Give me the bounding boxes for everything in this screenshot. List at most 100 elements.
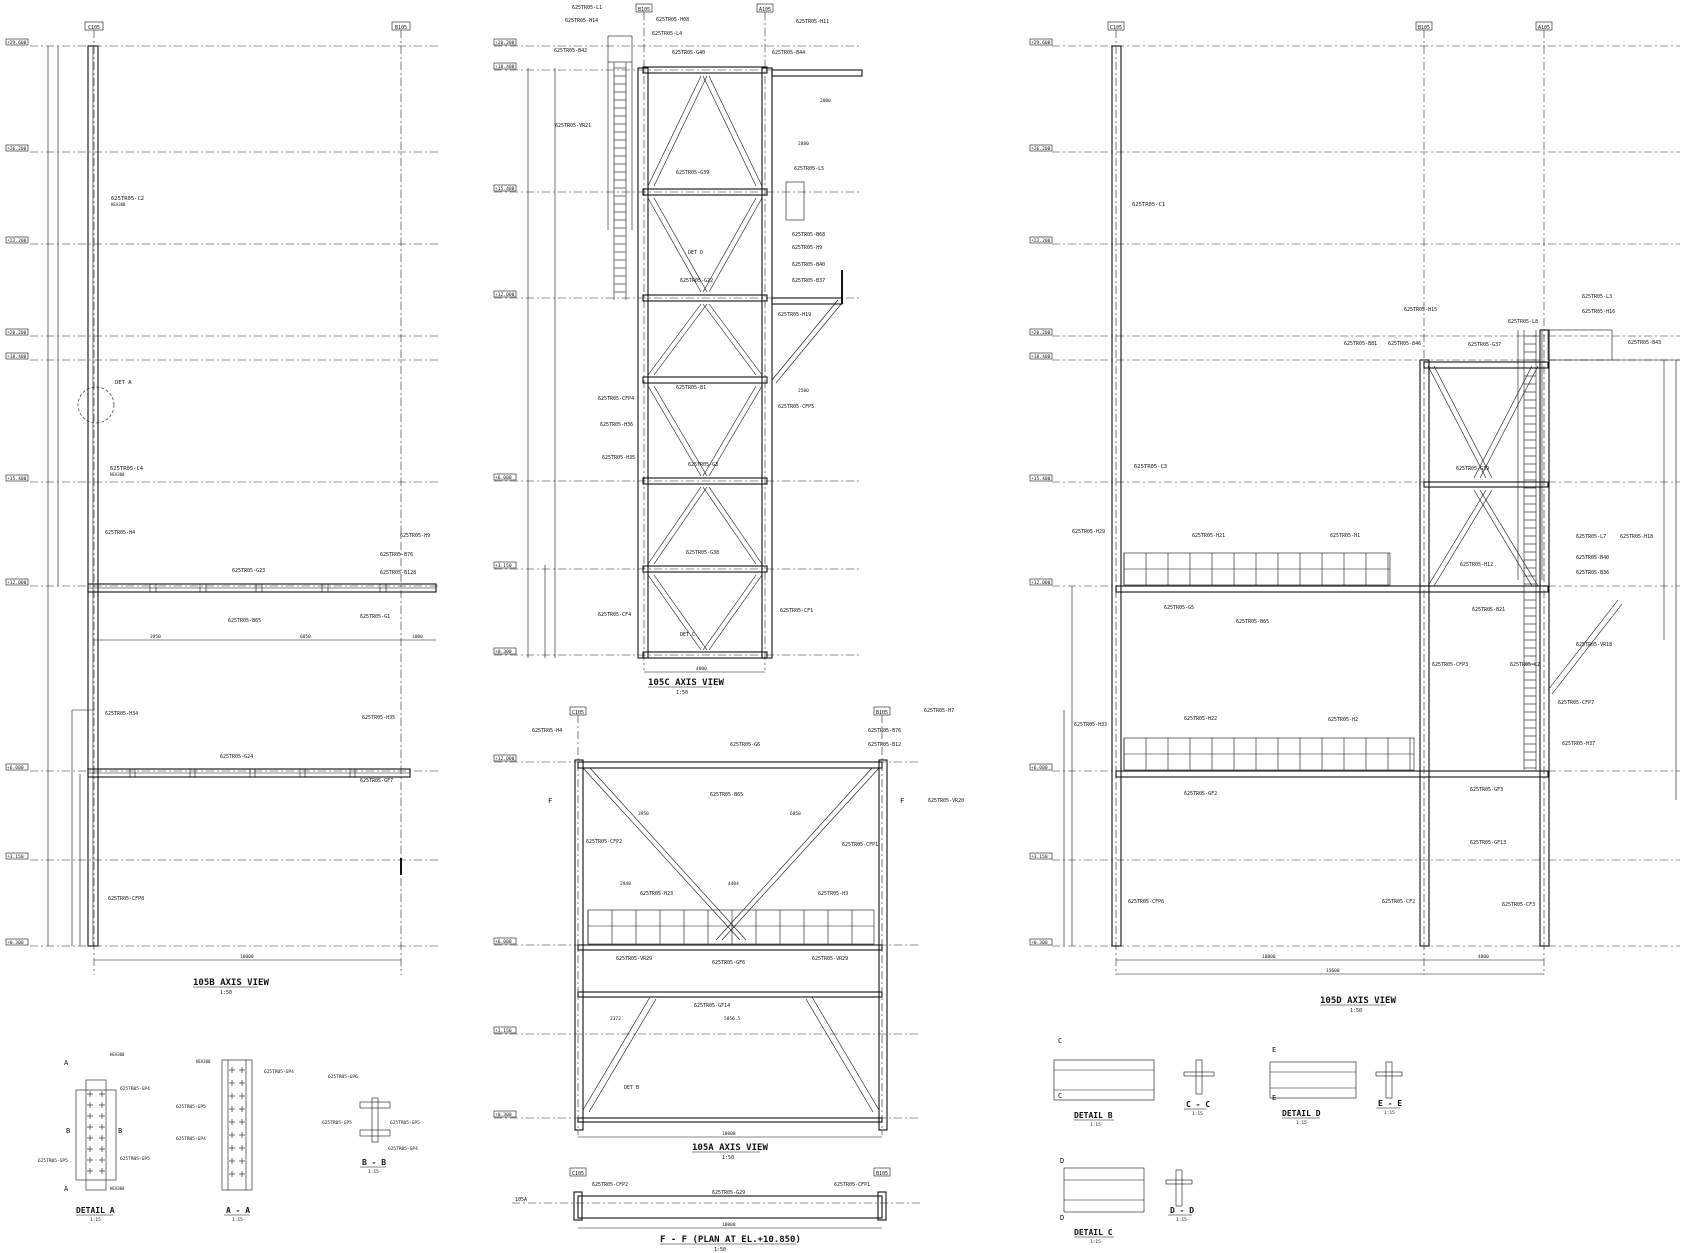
brace	[647, 574, 702, 651]
elevation-marker	[5, 763, 29, 771]
elevation-label: +3.150	[495, 1028, 512, 1034]
elevation-marker	[493, 184, 517, 192]
svg-text:625TR05-CFP1: 625TR05-CFP1	[834, 1182, 870, 1188]
elevation-grid-105b: +29.600+26.200+23.200+20.200+18.400+15.4…	[5, 38, 440, 947]
svg-text:1:15: 1:15	[1296, 1120, 1307, 1126]
frame-105c-beams	[642, 66, 768, 659]
elevation-marker	[5, 352, 29, 360]
elevation-marker	[5, 328, 29, 336]
svg-text:625TR05-H16: 625TR05-H16	[1582, 309, 1615, 315]
elevation-label: +20.200	[7, 330, 27, 336]
svg-text:625TR05-H3: 625TR05-H3	[818, 891, 848, 897]
svg-text:625TR05-B37: 625TR05-B37	[792, 278, 825, 284]
svg-text:625TR05-B42: 625TR05-B42	[554, 48, 587, 54]
svg-text:625TR05-GP5: 625TR05-GP5	[38, 1158, 68, 1164]
svg-text:2580: 2580	[798, 388, 809, 394]
elevation-label: +26.200	[7, 146, 27, 152]
svg-text:625TR05-CF2: 625TR05-CF2	[1382, 899, 1415, 905]
frame-beam	[642, 477, 768, 485]
svg-text:625TR05-CFP2: 625TR05-CFP2	[592, 1182, 628, 1188]
svg-text:625TR05-GP5: 625TR05-GP5	[176, 1104, 206, 1110]
brace	[653, 574, 708, 651]
svg-text:625TR05-H11: 625TR05-H11	[796, 19, 829, 25]
handrail-platform	[587, 909, 875, 945]
svg-text:625TR05-H18: 625TR05-H18	[1620, 534, 1653, 540]
svg-text:625TR05-G3: 625TR05-G3	[688, 462, 718, 468]
brace	[708, 574, 763, 651]
svg-text:B105: B105	[876, 1171, 888, 1177]
svg-text:625TR05-H2: 625TR05-H2	[1328, 717, 1358, 723]
svg-text:HEA300: HEA300	[196, 1059, 211, 1064]
beam-105a-el12	[577, 761, 883, 769]
svg-text:2948: 2948	[620, 881, 631, 887]
svg-text:1:15: 1:15	[1384, 1110, 1395, 1116]
svg-text:1:50: 1:50	[676, 690, 688, 696]
svg-text:625TR05-GF3: 625TR05-GF3	[1470, 787, 1503, 793]
svg-text:625TR05-GF7: 625TR05-GF7	[360, 778, 393, 784]
elevation-marker	[493, 754, 517, 762]
view-105b: +29.600+26.200+23.200+20.200+18.400+15.4…	[5, 21, 440, 996]
svg-text:625TR05-CFP3: 625TR05-CFP3	[1432, 662, 1468, 668]
svg-text:D: D	[1060, 1157, 1064, 1165]
svg-text:625TR05-CF4: 625TR05-CF4	[598, 612, 631, 618]
svg-text:625TR05-B76: 625TR05-B76	[868, 728, 901, 734]
brace	[647, 75, 702, 187]
label-c2: 625TR05-C2	[111, 196, 144, 202]
elevation-label: +12.000	[495, 756, 515, 762]
brace	[702, 486, 757, 565]
svg-text:1:15: 1:15	[90, 1217, 101, 1223]
detail-a-plate	[85, 1079, 107, 1191]
svg-text:C105: C105	[1110, 25, 1122, 31]
svg-text:625TR05-G5: 625TR05-G5	[1164, 605, 1194, 611]
svg-text:625TR05-B46: 625TR05-B46	[1388, 341, 1421, 347]
svg-text:625TR05-H4: 625TR05-H4	[105, 530, 135, 536]
svg-text:10800: 10800	[240, 954, 254, 960]
svg-text:1:50: 1:50	[1350, 1008, 1362, 1014]
elevation-label: +29.600	[7, 40, 27, 46]
title-105b: 105B AXIS VIEW	[193, 978, 269, 988]
svg-text:6850: 6850	[790, 811, 801, 817]
svg-text:625TR05-GP5: 625TR05-GP5	[322, 1120, 352, 1126]
ladder-cage-top	[607, 35, 633, 63]
svg-text:10800: 10800	[722, 1131, 736, 1137]
brace	[653, 303, 708, 376]
svg-text:A105: A105	[1538, 25, 1550, 31]
svg-text:625TR05-GF6: 625TR05-GF6	[712, 960, 745, 966]
svg-text:2372: 2372	[610, 1016, 621, 1022]
elevation-label: +3.150	[495, 563, 512, 569]
svg-text:625TR05-B21: 625TR05-B21	[1472, 607, 1505, 613]
brace	[702, 197, 757, 293]
ladder-105d	[1517, 330, 1543, 770]
elevation-label: +0.300	[1031, 940, 1048, 946]
elevation-marker	[1029, 236, 1053, 244]
title-section-ee: E - E	[1378, 1099, 1402, 1108]
svg-text:625TR05-B12: 625TR05-B12	[868, 742, 901, 748]
svg-text:625TR05-GF13: 625TR05-GF13	[1470, 840, 1506, 846]
svg-text:HEA300: HEA300	[110, 1186, 125, 1191]
elevation-grid-105d: +29.600+26.200+23.200+20.200+18.400+15.4…	[1029, 38, 1680, 947]
elevation-marker	[1029, 474, 1053, 482]
elevation-marker	[5, 236, 29, 244]
stiffener	[349, 768, 356, 778]
svg-text:5856.5: 5856.5	[724, 1016, 741, 1022]
svg-text:625TR05-CFP5: 625TR05-CFP5	[778, 404, 814, 410]
svg-text:A: A	[64, 1059, 69, 1067]
svg-text:625TR05-G24: 625TR05-G24	[220, 754, 253, 760]
svg-text:F: F	[548, 797, 552, 805]
view-105a: +12.000+6.000+3.150+0.300 C105 B105 625T…	[493, 706, 964, 1161]
svg-text:625TR05-GF14: 625TR05-GF14	[694, 1003, 730, 1009]
elevation-label: +3.150	[1031, 854, 1048, 860]
svg-text:625TR05-G22: 625TR05-G22	[680, 278, 713, 284]
brace	[708, 303, 763, 376]
elevation-grid-105a: +12.000+6.000+3.150+0.300	[493, 754, 920, 1119]
elevation-marker	[493, 290, 517, 298]
svg-text:625TR05-G40: 625TR05-G40	[672, 50, 705, 56]
elevation-marker	[493, 647, 517, 655]
elevation-marker	[5, 474, 29, 482]
svg-text:1:15: 1:15	[1176, 1217, 1187, 1223]
frame-beam	[642, 565, 768, 573]
elevation-label: +12.000	[7, 580, 27, 586]
svg-text:625TR05-B65: 625TR05-B65	[228, 618, 261, 624]
elevation-label: +23.200	[7, 238, 27, 244]
svg-text:625TR05-B1: 625TR05-B1	[676, 385, 706, 391]
